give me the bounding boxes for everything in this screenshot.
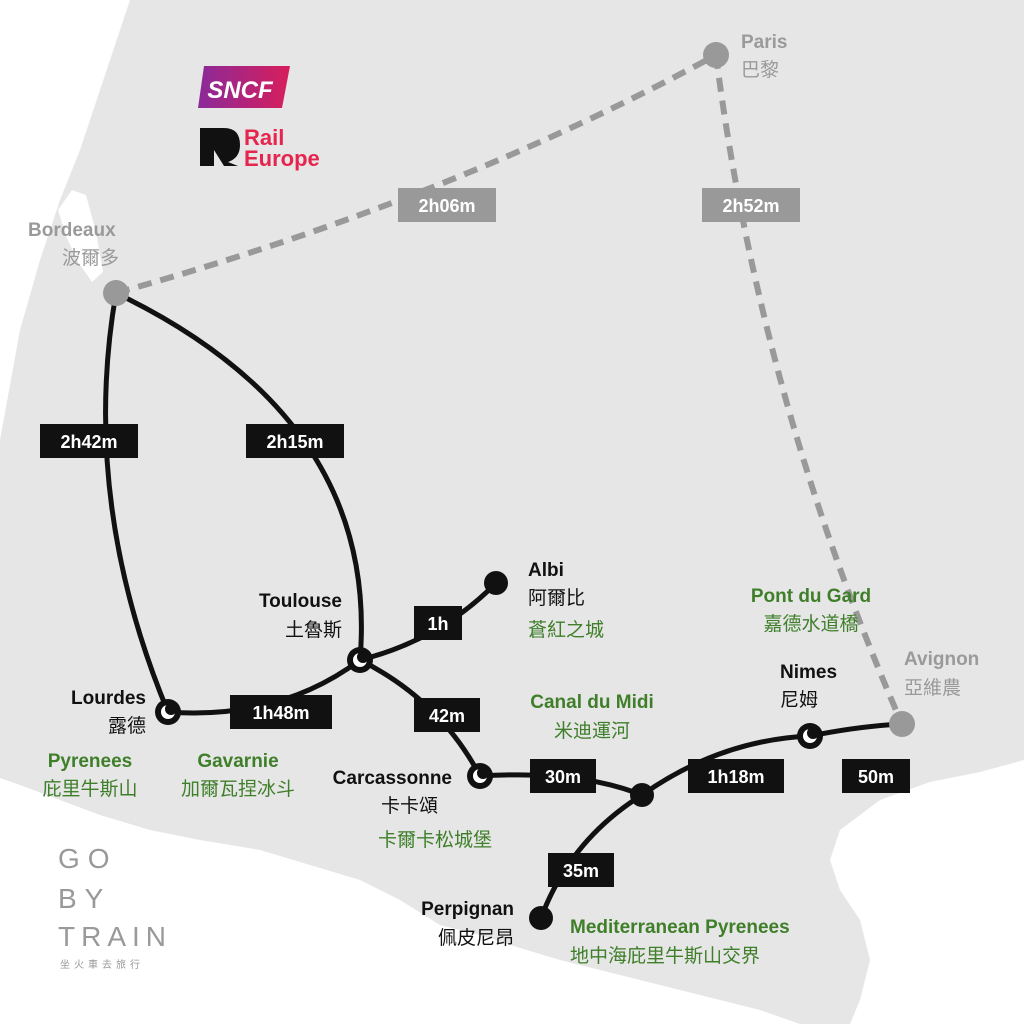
duration-box (246, 424, 344, 458)
label-lourdes-zh: 露德 (108, 715, 146, 737)
label-bordeaux-en: Bordeaux (28, 220, 116, 241)
rail-europe-logo: Rail Europe (200, 125, 320, 171)
duration-box (230, 695, 332, 729)
gobytrain-subtitle: 坐火車去旅行 (60, 958, 144, 971)
duration-toulouse-carcassonne: 42m (429, 706, 465, 726)
label-lourdes-en: Lourdes (71, 688, 146, 709)
route-paris-avignon (713, 54, 905, 726)
sncf-logo: SNCF (198, 66, 290, 108)
label-bordeaux-zh: 波爾多 (62, 247, 119, 269)
label-albi-en: Albi (528, 560, 564, 581)
duration-box (702, 188, 800, 222)
duration-bordeaux-toulouse: 2h15m (266, 432, 323, 452)
label-canal-du-midi-en: Canal du Midi (530, 692, 654, 713)
gobytrain-line2: BY (58, 883, 111, 914)
label-paris-en: Paris (741, 32, 787, 53)
label-perpignan-en: Perpignan (421, 899, 514, 920)
label-nimes-en: Nimes (780, 662, 837, 683)
duration-bordeaux-lourdes: 2h42m (60, 432, 117, 452)
label-carcassonne-sight: 卡爾卡松城堡 (378, 829, 492, 851)
duration-paris-avignon: 2h52m (722, 196, 779, 216)
gironde-estuary (58, 190, 103, 282)
label-pont-du-gard-en: Pont du Gard (751, 586, 871, 607)
route-junction-nimes (640, 733, 811, 798)
duration-box (530, 759, 596, 793)
route-bordeaux-lourdes (103, 292, 171, 713)
rail-europe-line2: Europe (244, 146, 320, 171)
duration-toulouse-albi: 1h (427, 614, 448, 634)
label-nimes-zh: 尼姆 (780, 689, 818, 711)
city-labels: Paris 巴黎 Bordeaux 波爾多 Toulouse 土魯斯 Albi … (28, 32, 979, 949)
label-gavarnie-zh: 加爾瓦捏冰斗 (181, 778, 295, 800)
label-paris-zh: 巴黎 (741, 59, 779, 81)
station-albi[interactable] (484, 571, 508, 595)
label-toulouse-zh: 土魯斯 (285, 619, 342, 641)
station-paris[interactable] (703, 42, 729, 68)
duration-box (414, 606, 462, 640)
route-junction-perpignan (538, 792, 644, 919)
label-pyrenees-zh: 庇里牛斯山 (42, 778, 137, 800)
duration-labels: 2h06m 2h52m 2h42m 2h15m 1h 1h48m 42m 30m… (40, 188, 910, 887)
rail-europe-r-icon (200, 128, 240, 166)
station-bordeaux[interactable] (103, 280, 129, 306)
label-carcassonne-en: Carcassonne (333, 768, 452, 789)
label-avignon-en: Avignon (904, 649, 979, 670)
route-bordeaux-paris (115, 52, 718, 296)
duration-box (398, 188, 496, 222)
duration-box (414, 698, 480, 732)
dashed-routes (115, 52, 905, 726)
label-carcassonne-zh: 卡卡頌 (381, 795, 438, 817)
rail-europe-line1: Rail (244, 125, 284, 150)
duration-bordeaux-paris: 2h06m (418, 196, 475, 216)
station-nimes[interactable] (797, 723, 823, 749)
duration-box (40, 424, 138, 458)
label-pont-du-gard-zh: 嘉德水道橋 (763, 613, 858, 635)
label-avignon-zh: 亞維農 (904, 677, 961, 699)
go-by-train-logo: GO BY TRAIN 坐火車去旅行 (58, 843, 172, 971)
duration-junction-nimes: 1h18m (707, 767, 764, 787)
duration-toulouse-lourdes: 1h48m (252, 703, 309, 723)
label-perpignan-zh: 佩皮尼昂 (438, 927, 514, 949)
label-gavarnie-en: Gavarnie (197, 751, 278, 772)
station-perpignan[interactable] (529, 906, 553, 930)
label-canal-du-midi-zh: 米迪運河 (554, 720, 630, 742)
gobytrain-line3: TRAIN (58, 921, 172, 952)
duration-box (842, 759, 910, 793)
station-toulouse[interactable] (347, 647, 373, 673)
label-mediterranean-pyrenees-en: Mediterranean Pyrenees (570, 917, 790, 938)
duration-carcassonne-junction: 30m (545, 767, 581, 787)
sncf-text: SNCF (207, 77, 274, 104)
duration-box (548, 853, 614, 887)
region-labels: Pyrenees 庇里牛斯山 Gavarnie 加爾瓦捏冰斗 Canal du … (42, 586, 871, 967)
station-avignon[interactable] (889, 711, 915, 737)
station-junction[interactable] (630, 783, 654, 807)
duration-nimes-avignon: 50m (858, 767, 894, 787)
label-albi-sight: 蒼紅之城 (528, 619, 604, 641)
label-albi-zh: 阿爾比 (528, 587, 585, 609)
label-toulouse-en: Toulouse (259, 591, 342, 612)
duration-junction-perpignan: 35m (563, 861, 599, 881)
station-lourdes[interactable] (155, 699, 181, 725)
station-carcassonne[interactable] (467, 763, 493, 789)
gobytrain-line1: GO (58, 843, 118, 874)
label-mediterranean-pyrenees-zh: 地中海庇里牛斯山交界 (570, 945, 760, 967)
duration-box (688, 759, 784, 793)
label-pyrenees-en: Pyrenees (48, 751, 133, 772)
